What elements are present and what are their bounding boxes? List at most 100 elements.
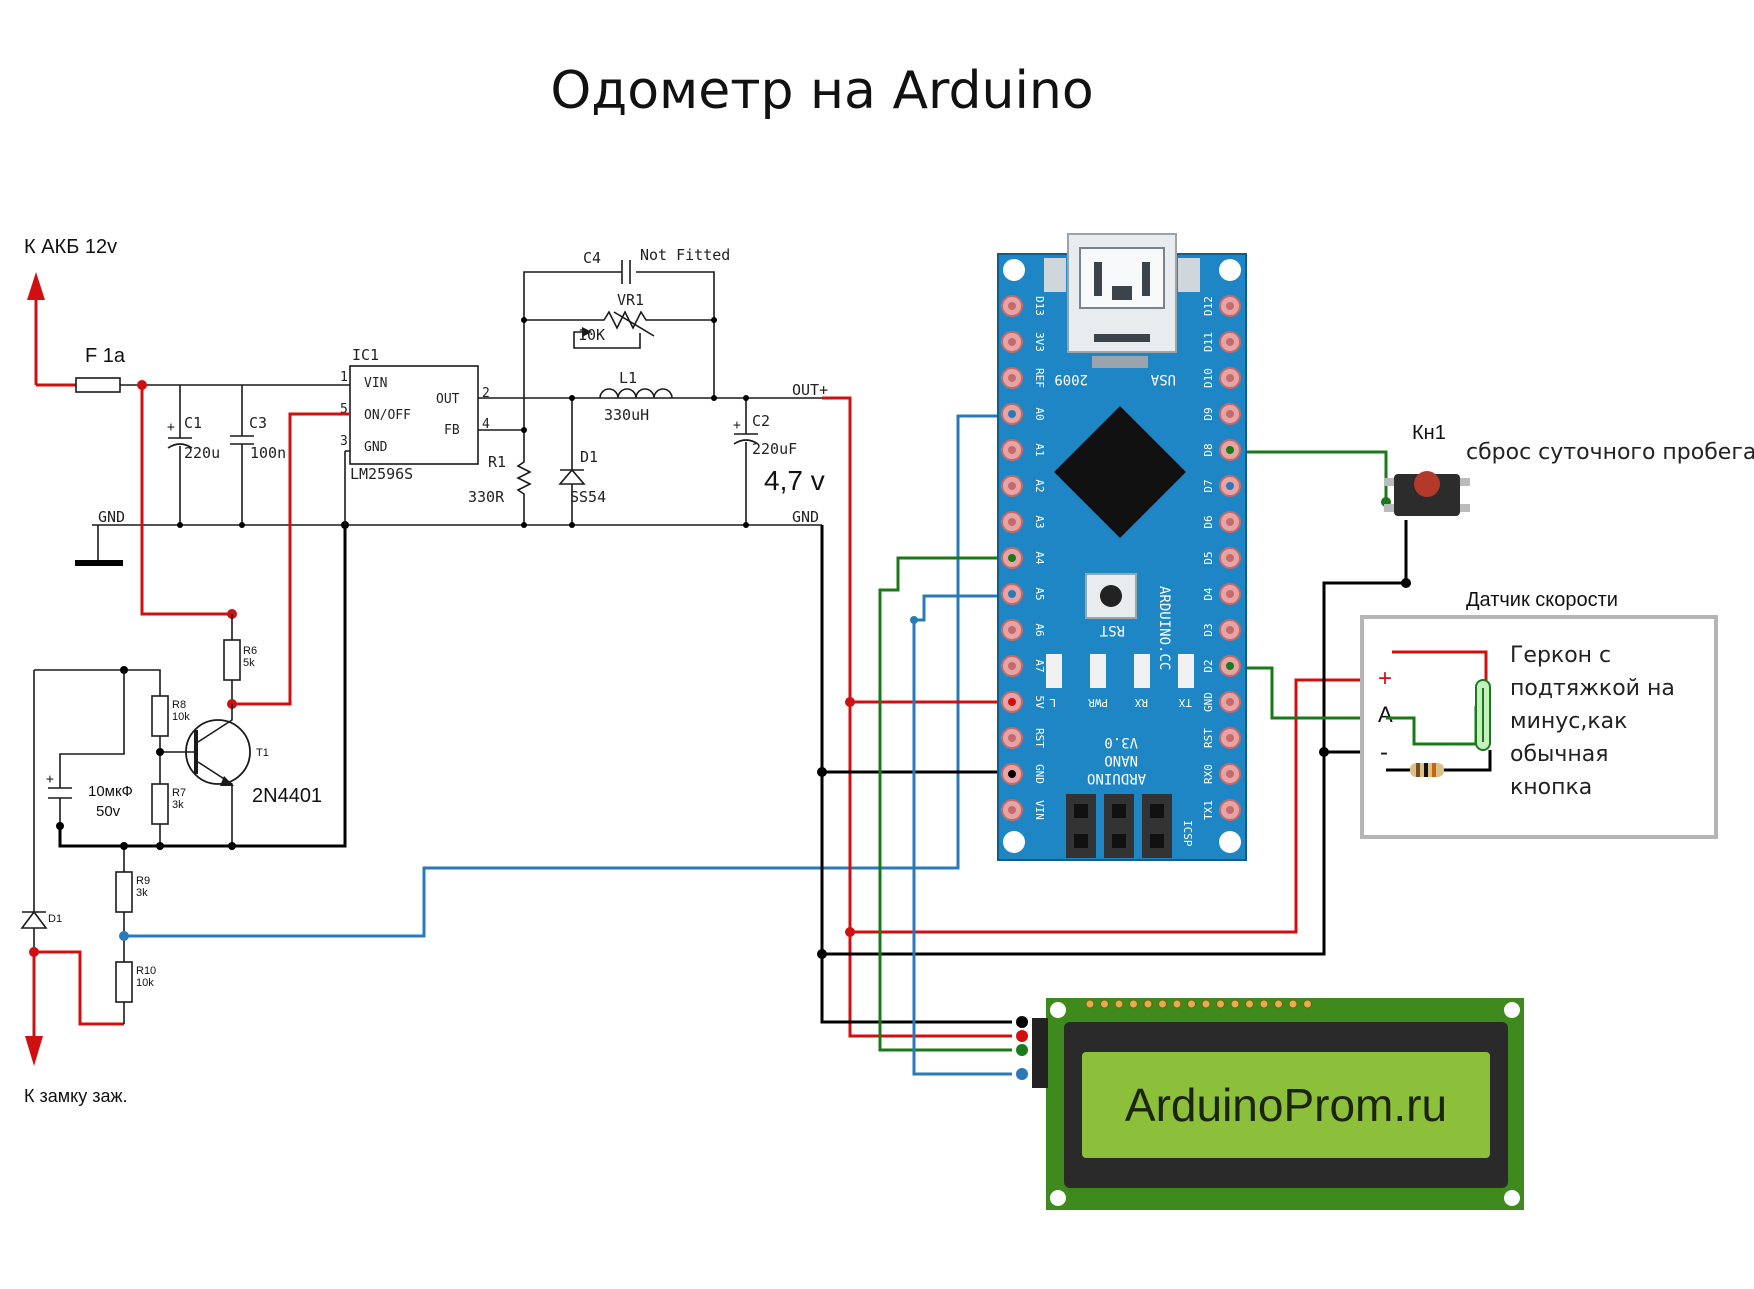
- pin-left-a5: A5: [1001, 583, 1046, 605]
- svg-text:5k: 5k: [243, 657, 255, 669]
- power-supply-section: К АКБ 12v F 1a + C1 220u C3 100n GND: [24, 236, 828, 566]
- pin-left-a1: A1: [1001, 439, 1046, 461]
- svg-text:330uH: 330uH: [604, 406, 649, 424]
- svg-text:ARDUINO: ARDUINO: [1087, 770, 1146, 786]
- svg-text:10K: 10K: [578, 326, 605, 344]
- svg-text:3k: 3k: [172, 799, 184, 811]
- svg-text:VIN: VIN: [1033, 800, 1046, 820]
- microcontroller-chip: [1054, 406, 1186, 538]
- pin-left-a7: A7: [1001, 655, 1046, 677]
- pin-left-a3: A3: [1001, 511, 1046, 533]
- svg-text:минус,как: минус,как: [1510, 709, 1627, 734]
- svg-text:+: +: [167, 420, 175, 435]
- icsp-header: ICSP: [1066, 794, 1194, 858]
- lcd-pin: [1288, 999, 1298, 1009]
- lcd-pin: [1172, 999, 1182, 1009]
- svg-text:PWR: PWR: [1088, 696, 1108, 709]
- svg-text:+: +: [733, 418, 741, 433]
- gnd-right-label: GND: [792, 508, 819, 526]
- svg-text:R1: R1: [488, 453, 506, 471]
- pin-left-ref: REF: [1001, 367, 1046, 389]
- svg-text:C1: C1: [184, 414, 202, 432]
- pin-right-d11: D11: [1202, 331, 1241, 353]
- pin-right-d6: D6: [1202, 511, 1241, 533]
- svg-text:LM2596S: LM2596S: [350, 465, 413, 483]
- svg-text:A0: A0: [1033, 407, 1046, 420]
- svg-text:кнопка: кнопка: [1510, 775, 1592, 800]
- lcd-pin: [1245, 999, 1254, 1009]
- svg-text:220uF: 220uF: [752, 440, 797, 458]
- reed-switch-icon: [1475, 679, 1491, 751]
- page-title: Одометр на Arduino: [550, 61, 1093, 121]
- reset-trip-button[interactable]: Кн1 сброс суточного пробега: [1384, 422, 1754, 516]
- resistor-r8: R8 10k: [151, 695, 190, 737]
- lcd-display: ArduinoProm.ru: [1016, 998, 1524, 1210]
- svg-text:D8: D8: [1202, 443, 1215, 456]
- lcd-pin: [1143, 999, 1153, 1009]
- resistor-r6: R6 5k: [223, 614, 257, 704]
- svg-text:2N4401: 2N4401: [252, 785, 322, 807]
- svg-text:ARDUINO.CC: ARDUINO.CC: [1156, 586, 1172, 670]
- pin-right-d10: D10: [1202, 367, 1241, 389]
- fuse-label: F 1a: [85, 345, 126, 367]
- pin-left-d13: D13: [1001, 295, 1046, 317]
- svg-text:IC1: IC1: [352, 346, 379, 364]
- svg-text:V3.0: V3.0: [1104, 734, 1138, 750]
- svg-text:3V3: 3V3: [1033, 332, 1046, 352]
- lcd-pin: [1114, 999, 1124, 1009]
- svg-text:GND: GND: [364, 440, 388, 455]
- pin-left-a6: A6: [1001, 619, 1046, 641]
- battery-label: К АКБ 12v: [24, 236, 117, 258]
- svg-text:ON/OFF: ON/OFF: [364, 408, 411, 423]
- svg-text:D7: D7: [1202, 479, 1215, 492]
- pin-right-d5: D5: [1202, 547, 1241, 569]
- ignition-arrow-icon: [25, 952, 43, 1066]
- pin-left-gnd: GND: [1001, 763, 1046, 785]
- resistor-r10: R10 10k: [115, 961, 156, 1003]
- svg-text:A: A: [1378, 702, 1393, 727]
- lcd-text: ArduinoProm.ru: [1125, 1079, 1447, 1131]
- svg-text:D1: D1: [580, 448, 598, 466]
- svg-text:TX: TX: [1178, 696, 1192, 709]
- svg-text:+: +: [1378, 665, 1392, 692]
- lcd-header-pins: [1085, 999, 1312, 1009]
- lcd-pin: [1129, 999, 1138, 1009]
- svg-text:2: 2: [482, 386, 490, 401]
- svg-text:5: 5: [340, 402, 348, 417]
- svg-text:5V: 5V: [1033, 695, 1046, 709]
- svg-text:A7: A7: [1033, 659, 1046, 672]
- pin-left-3v3: 3V3: [1001, 331, 1046, 353]
- svg-text:A5: A5: [1033, 587, 1046, 600]
- fuse: [75, 377, 121, 393]
- svg-text:D12: D12: [1202, 296, 1215, 316]
- svg-text:GND: GND: [1202, 692, 1215, 712]
- svg-text:ICSP: ICSP: [1181, 820, 1194, 847]
- svg-text:A3: A3: [1033, 515, 1046, 528]
- pin-left-vin: VIN: [1001, 799, 1046, 821]
- svg-text:330R: 330R: [468, 488, 505, 506]
- lcd-pin: [1187, 999, 1196, 1009]
- svg-text:Кн1: Кн1: [1412, 422, 1446, 444]
- reset-trip-label: сброс суточного пробега: [1466, 440, 1754, 465]
- svg-text:RX0: RX0: [1202, 764, 1215, 784]
- lcd-pin: [1274, 999, 1283, 1009]
- svg-text:D11: D11: [1202, 332, 1215, 352]
- svg-text:обычная: обычная: [1510, 742, 1609, 767]
- lcd-pin: [1216, 999, 1225, 1009]
- pin-right-rx0: RX0: [1202, 763, 1241, 785]
- diode-d1-ss54: D1 SS54: [558, 398, 606, 525]
- svg-text:A2: A2: [1033, 479, 1046, 492]
- svg-text:C3: C3: [249, 414, 267, 432]
- reset-button[interactable]: RST: [1085, 573, 1137, 638]
- wiring: [124, 396, 1411, 1076]
- capacitor-c3: C3 100n: [230, 385, 286, 525]
- lcd-pin: [1201, 999, 1211, 1009]
- svg-text:D13: D13: [1033, 296, 1046, 316]
- pin-right-d3: D3: [1202, 619, 1241, 641]
- svg-text:L1: L1: [619, 369, 637, 387]
- svg-text:D3: D3: [1202, 623, 1215, 636]
- lcd-pin: [1259, 999, 1269, 1009]
- svg-text:R8: R8: [172, 699, 186, 711]
